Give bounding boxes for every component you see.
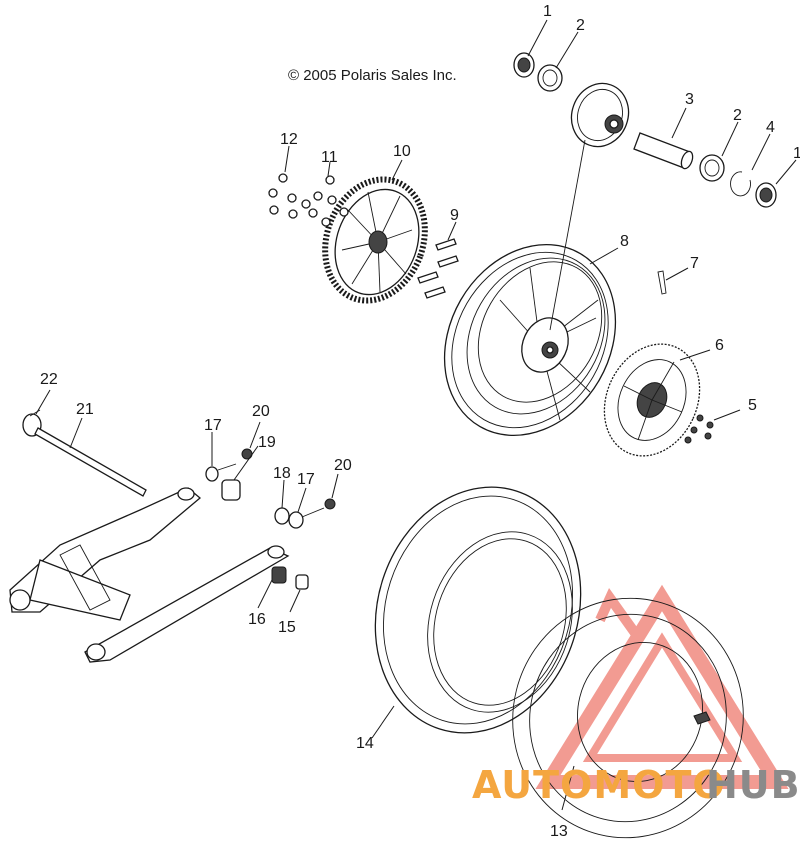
sprocket-hub <box>549 82 630 331</box>
seal-2-right <box>699 154 725 182</box>
washer-17b <box>288 511 304 529</box>
callout-1a: 1 <box>543 3 552 20</box>
watermark-word-1: AUTOMOTO <box>472 763 726 807</box>
pulley-studs <box>417 238 459 299</box>
seal-2-top <box>537 64 563 92</box>
callout-11: 11 <box>321 149 338 166</box>
copyright-text: © 2005 Polaris Sales Inc. <box>288 67 457 84</box>
callout-14: 14 <box>356 735 374 752</box>
callout-10: 10 <box>393 143 411 160</box>
callout-5: 5 <box>748 397 757 414</box>
callout-13: 13 <box>550 823 568 840</box>
callouts: 1 2 3 2 4 1 5 6 7 8 9 10 11 12 13 14 15 … <box>40 3 800 840</box>
spacer-18 <box>274 507 290 525</box>
bearing-1-top <box>513 52 535 78</box>
leader-lines <box>35 19 797 811</box>
nut-20b <box>324 498 336 510</box>
callout-20a: 20 <box>252 403 270 420</box>
watermark-word-2: HUB <box>706 763 800 807</box>
swing-arm <box>9 487 290 663</box>
drive-pulley <box>322 176 428 304</box>
callout-21: 21 <box>76 401 94 418</box>
bushing-16 <box>271 566 287 584</box>
inner-tube <box>512 597 744 839</box>
bushing-15 <box>295 574 309 590</box>
brake-disc <box>603 343 701 457</box>
callout-4: 4 <box>766 119 775 136</box>
callout-7: 7 <box>690 255 699 272</box>
callout-6: 6 <box>715 337 724 354</box>
callout-3: 3 <box>685 91 694 108</box>
callout-15: 15 <box>278 619 296 636</box>
axle-spacer-3 <box>633 132 694 170</box>
callout-1b: 1 <box>793 145 800 162</box>
tire <box>374 486 582 734</box>
callout-9: 9 <box>450 207 459 224</box>
disc-bolts <box>684 414 714 444</box>
callout-16: 16 <box>248 611 266 628</box>
pulley-washers <box>308 175 349 227</box>
bolt-19 <box>217 463 237 471</box>
pulley-nuts <box>268 173 311 219</box>
callout-19: 19 <box>258 434 276 451</box>
watermark-logo <box>535 584 789 789</box>
callout-17b: 17 <box>297 471 315 488</box>
bearing-1-right <box>755 182 777 208</box>
nut-20a <box>241 448 253 460</box>
valve-7 <box>657 270 667 295</box>
callout-8: 8 <box>620 233 629 250</box>
rear-wheel-rim <box>443 243 617 437</box>
callout-12: 12 <box>280 131 298 148</box>
spacer-19 <box>221 479 241 501</box>
snap-ring-4 <box>730 171 751 197</box>
callout-20b: 20 <box>334 457 352 474</box>
callout-17a: 17 <box>204 417 222 434</box>
watermark-text: AUTOMOTO HUB <box>472 763 800 807</box>
bolt-17b <box>301 507 325 518</box>
callout-2a: 2 <box>576 17 585 34</box>
callout-2b: 2 <box>733 107 742 124</box>
washer-17a <box>205 466 219 482</box>
callout-18: 18 <box>273 465 291 482</box>
callout-22: 22 <box>40 371 58 388</box>
swingarm-pivot-axle <box>34 427 147 497</box>
